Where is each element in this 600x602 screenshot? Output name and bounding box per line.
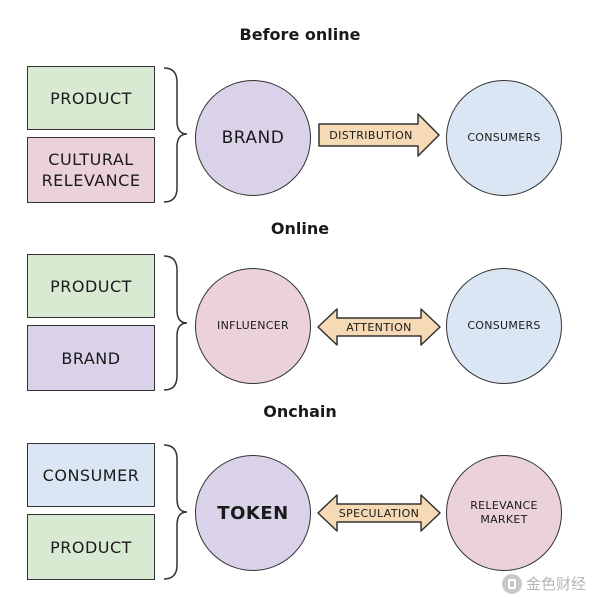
box-product: PRODUCT <box>27 514 155 580</box>
box-cultural-relevance: CULTURAL RELEVANCE <box>27 137 155 203</box>
circle-relevance-market: RELEVANCE MARKET <box>446 455 562 571</box>
brace-2 <box>163 255 188 391</box>
arrow-attention <box>317 308 441 346</box>
circle-consumers: CONSUMERS <box>446 80 562 196</box>
section-title-before-online: Before online <box>239 25 361 44</box>
arrow-label-speculation: SPECULATION <box>338 506 420 520</box>
brace-3 <box>163 444 188 580</box>
circle-influencer: INFLUENCER <box>195 268 311 384</box>
arrow-speculation <box>317 494 441 532</box>
watermark-logo-icon <box>501 573 522 594</box>
watermark: 金色财经 <box>501 573 586 594</box>
box-product: PRODUCT <box>27 66 155 130</box>
arrow-label-distribution: DISTRIBUTION <box>329 128 413 142</box>
circle-token: TOKEN <box>195 455 311 571</box>
section-title-online: Online <box>270 219 330 238</box>
arrow-distribution <box>318 113 440 157</box>
section-title-onchain: Onchain <box>263 402 337 421</box>
watermark-text: 金色财经 <box>525 575 586 593</box>
circle-brand: BRAND <box>195 80 311 196</box>
brace-1 <box>163 67 188 203</box>
arrow-label-attention: ATTENTION <box>346 320 412 334</box>
box-brand: BRAND <box>27 325 155 391</box>
box-consumer: CONSUMER <box>27 443 155 507</box>
circle-consumers: CONSUMERS <box>446 268 562 384</box>
box-product: PRODUCT <box>27 254 155 318</box>
